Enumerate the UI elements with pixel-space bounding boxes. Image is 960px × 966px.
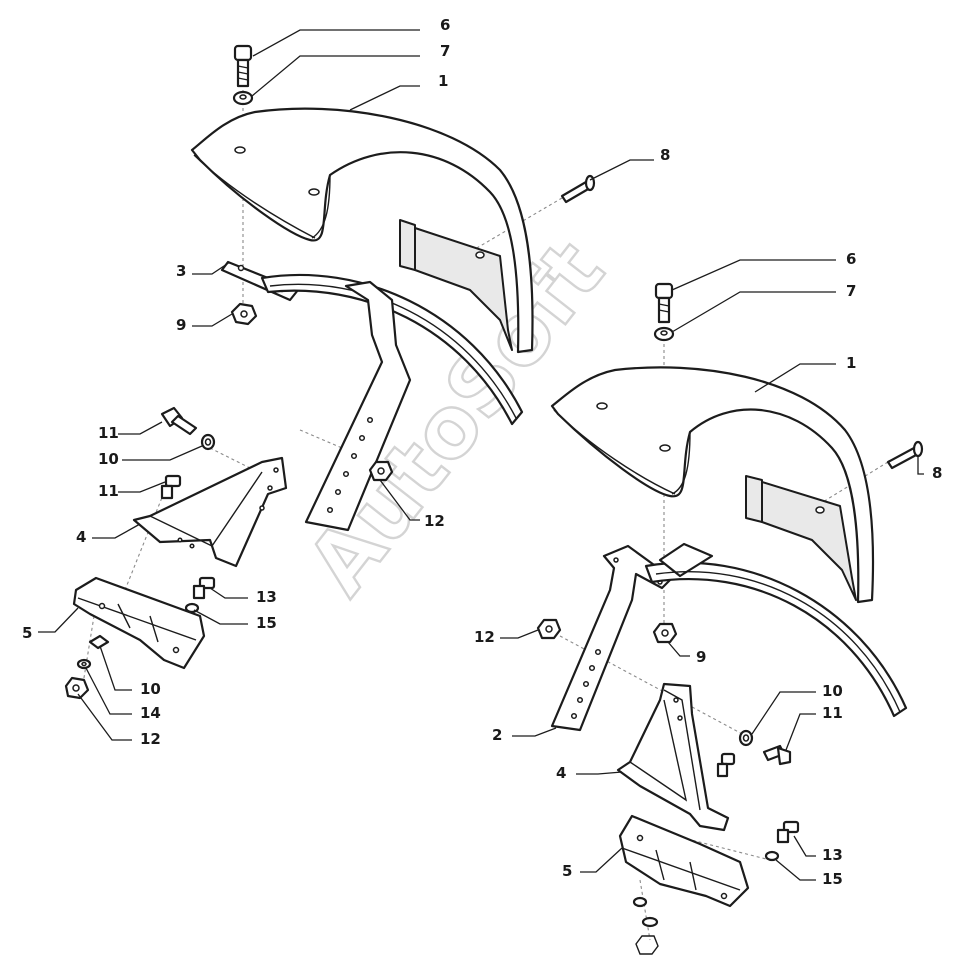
callout-15-right: 15: [822, 870, 843, 888]
nut-12-left-lower: [64, 676, 90, 700]
bolt-11-left-lower: [160, 474, 182, 500]
callout-7-left: 7: [440, 42, 450, 60]
callout-1-left: 1: [438, 72, 448, 90]
leader-lines: [38, 29, 924, 881]
bolt-11-left-upper: [160, 406, 198, 436]
callout-13-left: 13: [256, 588, 277, 606]
bolt-6-right: [654, 282, 674, 324]
callout-5-right: 5: [562, 862, 572, 880]
bracket-4-left: [132, 456, 288, 568]
callout-12-left-lower: 12: [140, 730, 161, 748]
washer-10-left-lower: [88, 634, 110, 650]
callout-9-left: 9: [176, 316, 186, 334]
washer-7-right: [653, 326, 675, 342]
callout-12-right: 12: [474, 628, 495, 646]
callout-8-left: 8: [660, 146, 670, 164]
bolt-right-small: [716, 752, 736, 778]
stay-2-left: [304, 280, 412, 532]
washer-10-left: [200, 433, 216, 451]
nut-9-left: [230, 302, 258, 326]
callout-13-right: 13: [822, 846, 843, 864]
washer-7-left: [232, 90, 254, 106]
callout-3-left: 3: [176, 262, 186, 280]
fender-right: [550, 366, 875, 604]
fender-mount-hole: [234, 146, 246, 154]
callout-10-left: 10: [98, 450, 119, 468]
clamp-5-right: [618, 814, 750, 908]
callout-8-right: 8: [932, 464, 942, 482]
bolt-11-right: [762, 744, 792, 766]
nut-12-left-upper: [368, 460, 394, 482]
assembly-axis-left-nut: [81, 609, 96, 691]
callout-14-left: 14: [140, 704, 161, 722]
fender-mount-hole: [596, 402, 608, 410]
pin-8-right: [886, 440, 924, 470]
washer-right-bottom: [632, 896, 659, 928]
fender-left: [190, 107, 534, 354]
fender-mount-hole: [308, 188, 320, 196]
callout-7-right: 7: [846, 282, 856, 300]
callout-5-left: 5: [22, 624, 32, 642]
callout-2-right: 2: [492, 726, 502, 744]
nut-right-bottom: [635, 935, 659, 955]
callout-12-left-upper: 12: [424, 512, 445, 530]
callout-11-left-upper: 11: [98, 424, 119, 442]
fender-mount-hole: [475, 251, 485, 259]
washer-10-right: [738, 729, 754, 747]
clamp-5-left: [72, 576, 206, 670]
assembly-axis-left-stay: [299, 429, 371, 461]
callout-15-left: 15: [256, 614, 277, 632]
fender-mount-hole: [815, 506, 825, 514]
callout-11-left-lower: 11: [98, 482, 119, 500]
bolt-13-left: [192, 576, 216, 600]
callout-10-left-lower: 10: [140, 680, 161, 698]
callout-6-left: 6: [440, 16, 450, 34]
washer-14-left: [76, 658, 92, 670]
assembly-axis-right-nut: [559, 635, 747, 737]
callout-9-right: 9: [696, 648, 706, 666]
nut-9-right: [652, 622, 678, 644]
callout-10-right: 10: [822, 682, 843, 700]
bolt-13-right: [776, 820, 800, 844]
callout-11-right: 11: [822, 704, 843, 722]
bolt-6-left: [233, 44, 253, 88]
callout-4-left: 4: [76, 528, 86, 546]
callout-6-right: 6: [846, 250, 856, 268]
bracket-4-right: [616, 682, 730, 832]
washer-15-right: [764, 850, 780, 862]
callout-4-right: 4: [556, 764, 566, 782]
fender-mount-hole: [659, 444, 671, 452]
callout-labels: 6 7 1 8 3 9 11 10 11 12 4 13 15 5 10 14 …: [22, 16, 942, 888]
support-arc-right: [644, 542, 908, 718]
callout-1-right: 1: [846, 354, 856, 372]
nut-12-right: [536, 618, 562, 640]
assembly-axis-right-clamp: [639, 879, 651, 941]
pin-8-left: [560, 174, 596, 204]
